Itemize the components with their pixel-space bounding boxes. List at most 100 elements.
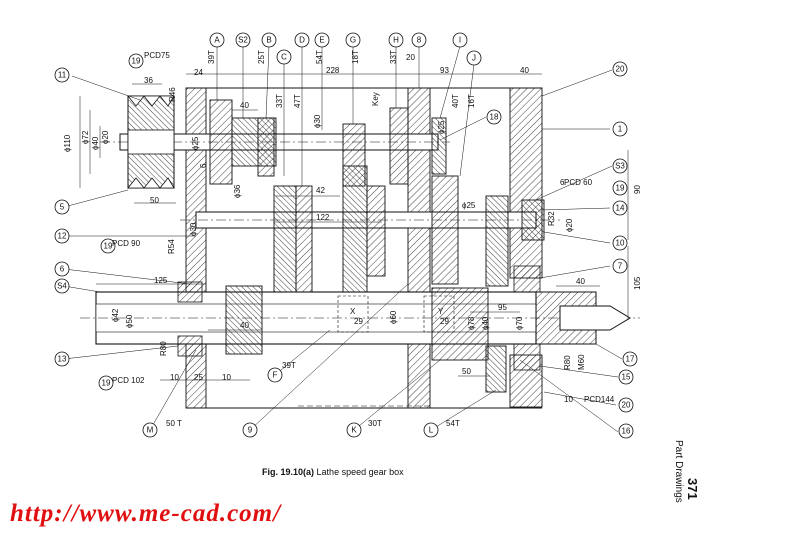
callout-G: G [345,32,361,48]
dim-label-t54: 54T [315,50,324,64]
dim-label-d24: 24 [194,68,203,77]
dim-label-phi20b: ϕ20 [565,218,574,232]
callout-S4-text: S4 [57,282,67,291]
dim-label-pcd75: PCD75 [144,51,170,60]
dim-label-d40c: 40 [576,277,585,286]
callout-n5-text: 5 [60,203,65,212]
dim-label-t39b: 39T [282,361,296,370]
callout-n10-text: 10 [616,239,625,248]
watermark-link[interactable]: http://www.me-cad.com/ [10,500,282,527]
dim-label-phi25c: ϕ25 [462,201,476,210]
dim-label-phi70: ϕ70 [515,316,524,330]
callout-S4: S4 [54,278,70,294]
dim-label-d228: 228 [326,66,340,75]
callout-B: B [261,32,277,48]
callout-L-text: L [429,426,434,435]
dim-label-y: Y [438,307,444,316]
dim-label-d40d: 40 [240,321,249,330]
callout-G-text: G [350,36,356,45]
dim-label-n29a: 29 [354,317,363,326]
callout-A: A [209,32,225,48]
callout-n16: 16 [618,423,634,439]
callout-n7: 7 [612,258,628,274]
callout-H-text: H [393,36,399,45]
callout-n14: 14 [612,200,628,216]
callout-n13-text: 13 [58,355,67,364]
callout-n10: 10 [612,235,628,251]
callout-n9: 9 [242,422,258,438]
callout-n8-text: 8 [417,36,422,45]
callout-n1: 1 [612,121,628,137]
dim-label-d36: 36 [144,76,153,85]
callout-J-text: J [472,54,476,63]
dim-label-key: Key [371,92,380,106]
callout-n13: 13 [54,351,70,367]
dim-label-d20a: 20 [406,53,415,62]
callout-n20a-text: 20 [616,65,625,74]
callout-K-text: K [351,426,357,435]
callout-n1-text: 1 [618,125,623,134]
leader-lines [63,45,623,433]
dim-label-phi40b: ϕ40 [481,316,490,330]
callout-n20b: 20 [618,397,634,413]
dim-label-d50a: 50 [150,196,159,205]
dim-label-phi78: ϕ78 [467,316,476,330]
callout-n14-text: 14 [616,204,625,213]
dim-label-r80a: R80 [159,341,168,356]
dim-label-t25: 25T [257,50,266,64]
callout-S3-text: S3 [615,162,625,171]
dim-label-d122: 122 [316,213,330,222]
dim-label-d42a: 42 [316,186,325,195]
callout-n19a: 19 [128,53,144,69]
dim-label-phi25a: ϕ25 [191,136,200,150]
dim-label-phi25b: ϕ25 [437,120,446,134]
dim-label-d10b: 10 [222,373,231,382]
dim-label-d6b: 6 [560,178,565,187]
callout-n17: 17 [622,351,638,367]
dim-label-r32: R32 [547,211,556,226]
dim-label-phi30a: ϕ30 [313,114,322,128]
callout-C: C [276,49,292,65]
dim-label-phi42: ϕ42 [111,308,120,322]
dim-label-t16: 16T [467,94,476,108]
callout-n19b: 19 [612,180,628,196]
callout-n6-text: 6 [60,265,65,274]
dim-label-t39: 39T [207,50,216,64]
callout-E: E [314,32,330,48]
dim-label-phi72: ϕ72 [81,130,90,144]
dim-label-d95: 95 [498,303,507,312]
dim-label-d10c: 10 [564,395,573,404]
callout-n20a: 20 [612,61,628,77]
dim-label-phi40: ϕ40 [91,136,100,150]
dim-label-m60: M60 [577,354,586,370]
figure-caption: Fig. 19.10(a) Lathe speed gear box [262,467,404,477]
dim-label-pcd102: PCD 102 [112,376,145,385]
callout-n11: 11 [54,67,70,83]
callout-n19c-text: 19 [104,242,113,251]
dim-label-t33b: 33T [389,50,398,64]
dim-label-phi20a: ϕ20 [101,130,110,144]
callout-K: K [346,422,362,438]
callout-F-text: F [273,371,278,380]
dim-label-d50b: 50 [462,367,471,376]
dim-label-t40: 40T [451,94,460,108]
callout-n16-text: 16 [622,427,631,436]
dim-label-phi30b: ϕ30 [189,222,198,236]
callout-L: L [423,422,439,438]
callout-n15: 15 [618,369,634,385]
callout-n18-text: 18 [490,113,499,122]
dim-label-d125: 125 [154,276,168,285]
dim-label-r80b: R80 [563,355,572,370]
dim-label-d40a: 40 [520,66,529,75]
dim-label-pcd60: PCD 60 [564,178,593,187]
callout-B-text: B [266,36,271,45]
figure-number: Fig. 19.10(a) [262,467,315,477]
callout-C-text: C [281,53,287,62]
dim-label-phi50: ϕ50 [125,314,134,328]
callout-n5: 5 [54,199,70,215]
callout-D-text: D [299,36,305,45]
callout-J: J [466,50,482,66]
dim-label-phi36: ϕ36 [233,184,242,198]
callout-n12: 12 [54,228,70,244]
